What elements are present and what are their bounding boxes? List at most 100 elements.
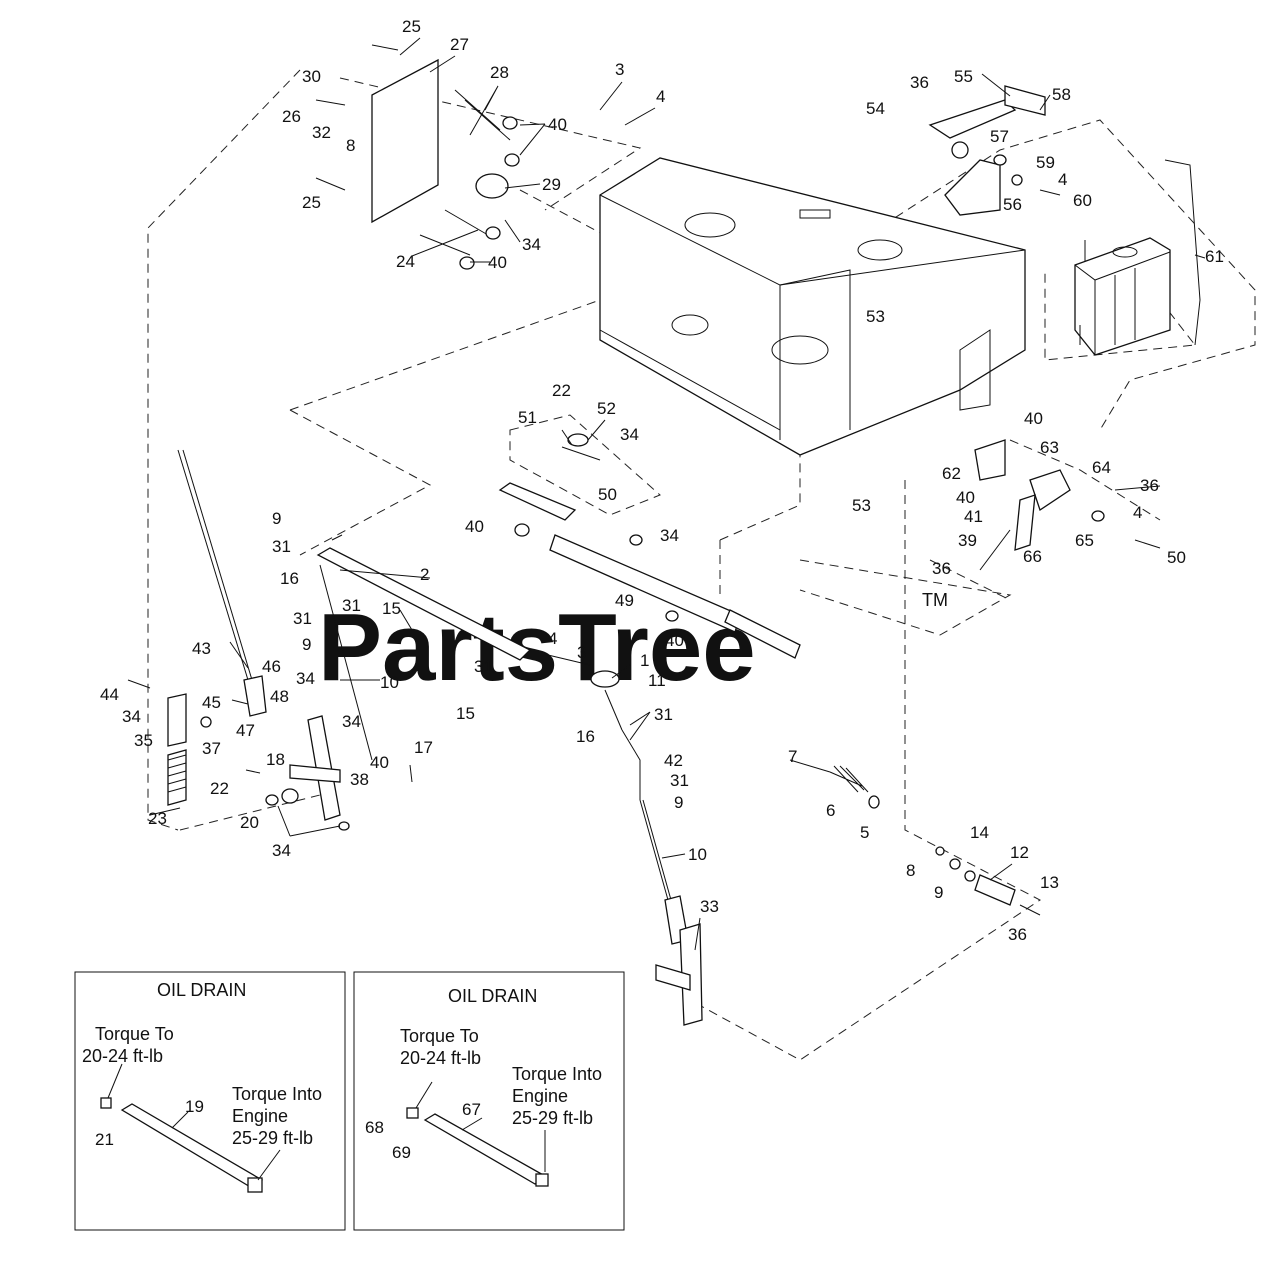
callout-number: 9 bbox=[674, 793, 683, 812]
callout-number: 30 bbox=[302, 67, 321, 86]
callout-number: 22 bbox=[552, 381, 571, 400]
callout-number: 16 bbox=[576, 727, 595, 746]
callout-number: 57 bbox=[990, 127, 1009, 146]
callout-number: 34 bbox=[272, 841, 291, 860]
callout-number: 5 bbox=[860, 823, 869, 842]
callout-number: 50 bbox=[1167, 548, 1186, 567]
torque-top-line-1: Torque To bbox=[95, 1024, 174, 1044]
callout-number: 52 bbox=[597, 399, 616, 418]
callout-number: 16 bbox=[280, 569, 299, 588]
callout-number: 40 bbox=[956, 488, 975, 507]
callout-number: 63 bbox=[1040, 438, 1059, 457]
callout-number: 59 bbox=[1036, 153, 1055, 172]
inset-title: OIL DRAIN bbox=[448, 986, 537, 1006]
callout-number: 40 bbox=[370, 753, 389, 772]
callout-number: 18 bbox=[266, 750, 285, 769]
callout-number: 34 bbox=[522, 235, 541, 254]
callout-number: 43 bbox=[192, 639, 211, 658]
callout-number: 40 bbox=[1024, 409, 1043, 428]
callout-69: 69 bbox=[392, 1143, 411, 1162]
callout-21: 21 bbox=[95, 1130, 114, 1149]
callout-number: 34 bbox=[620, 425, 639, 444]
callout-number: 28 bbox=[490, 63, 509, 82]
callout-number: 26 bbox=[282, 107, 301, 126]
callout-number: 40 bbox=[465, 517, 484, 536]
torque-top-line-2: 20-24 ft-lb bbox=[82, 1046, 163, 1066]
callout-number: 34 bbox=[122, 707, 141, 726]
leader-lines bbox=[149, 37, 1206, 951]
oil-drain-inset-2: OIL DRAIN Torque To 20-24 ft-lb Torque I… bbox=[353, 971, 625, 1231]
callout-number: 13 bbox=[1040, 873, 1059, 892]
callout-number: 7 bbox=[788, 747, 797, 766]
callout-number: 39 bbox=[958, 531, 977, 550]
torque-bottom-line-3: 25-29 ft-lb bbox=[512, 1108, 593, 1128]
callout-number: 4 bbox=[1058, 170, 1067, 189]
callout-number: 54 bbox=[866, 99, 885, 118]
callout-number: 50 bbox=[598, 485, 617, 504]
callout-number: 9 bbox=[934, 883, 943, 902]
callout-number: 55 bbox=[954, 67, 973, 86]
callout-number: 3 bbox=[577, 643, 586, 662]
callout-number: 66 bbox=[1023, 547, 1042, 566]
callout-number: 65 bbox=[1075, 531, 1094, 550]
callout-number: 10 bbox=[688, 845, 707, 864]
callout-number: 25 bbox=[402, 17, 421, 36]
callout-number: 56 bbox=[1003, 195, 1022, 214]
callout-number: 49 bbox=[615, 591, 634, 610]
callout-number: 41 bbox=[964, 507, 983, 526]
callout-number: 53 bbox=[852, 496, 871, 515]
inset-title: OIL DRAIN bbox=[157, 980, 246, 1000]
torque-bottom-line-2: Engine bbox=[232, 1106, 288, 1126]
callout-number: 36 bbox=[1008, 925, 1027, 944]
callout-number: 4 bbox=[548, 629, 557, 648]
callout-number: 40 bbox=[548, 115, 567, 134]
upper-right-bracket bbox=[928, 85, 1061, 216]
callout-number: 10 bbox=[380, 673, 399, 692]
callout-number: 32 bbox=[312, 123, 331, 142]
callout-number: 4 bbox=[656, 87, 665, 106]
callout-number: 8 bbox=[346, 136, 355, 155]
callout-number: 33 bbox=[700, 897, 719, 916]
callout-number: 14 bbox=[970, 823, 989, 842]
watermark-trademark: TM bbox=[922, 590, 948, 610]
callout-number: 27 bbox=[450, 35, 469, 54]
callout-number: 4 bbox=[1133, 503, 1142, 522]
part-callouts: 25 27 30 28 26 32 8 40 25 29 34 24 40 3 … bbox=[100, 17, 1224, 944]
torque-top-line-2: 20-24 ft-lb bbox=[400, 1048, 481, 1068]
callout-number: 53 bbox=[866, 307, 885, 326]
right-spring-linkage bbox=[789, 759, 1041, 916]
torque-bottom-line-3: 25-29 ft-lb bbox=[232, 1128, 313, 1148]
callout-number: 11 bbox=[648, 671, 666, 690]
left-lever-assembly bbox=[127, 449, 413, 831]
callout-number: 15 bbox=[456, 704, 475, 723]
callout-number: 17 bbox=[414, 738, 433, 757]
callout-number: 62 bbox=[942, 464, 961, 483]
torque-bottom-line-1: Torque Into bbox=[232, 1084, 322, 1104]
center-pedal-assembly bbox=[498, 433, 801, 659]
callout-number: 45 bbox=[202, 693, 221, 712]
callout-number: 36 bbox=[1140, 476, 1159, 495]
callout-number: 36 bbox=[910, 73, 929, 92]
callout-number: 31 bbox=[474, 657, 493, 676]
callout-number: 58 bbox=[1052, 85, 1071, 104]
torque-bottom-line-2: Engine bbox=[512, 1086, 568, 1106]
callout-number: 34 bbox=[296, 669, 315, 688]
callout-number: 20 bbox=[240, 813, 259, 832]
callout-number: 1 bbox=[640, 651, 649, 670]
torque-top-line-1: Torque To bbox=[400, 1026, 479, 1046]
callout-number: 31 bbox=[654, 705, 673, 724]
callout-number: 25 bbox=[302, 193, 321, 212]
callout-number: 24 bbox=[396, 252, 415, 271]
callout-number: 37 bbox=[202, 739, 221, 758]
center-rod-assembly bbox=[547, 654, 703, 1026]
callout-number: 34 bbox=[660, 526, 679, 545]
fuel-tank bbox=[1074, 159, 1201, 356]
watermark: PartsTree bbox=[318, 594, 756, 701]
callout-number: 31 bbox=[272, 537, 291, 556]
callout-number: 47 bbox=[236, 721, 255, 740]
callout-number: 9 bbox=[272, 509, 281, 528]
callout-19: 19 bbox=[185, 1097, 204, 1116]
callout-67: 67 bbox=[462, 1100, 481, 1119]
callout-number: 6 bbox=[826, 801, 835, 820]
